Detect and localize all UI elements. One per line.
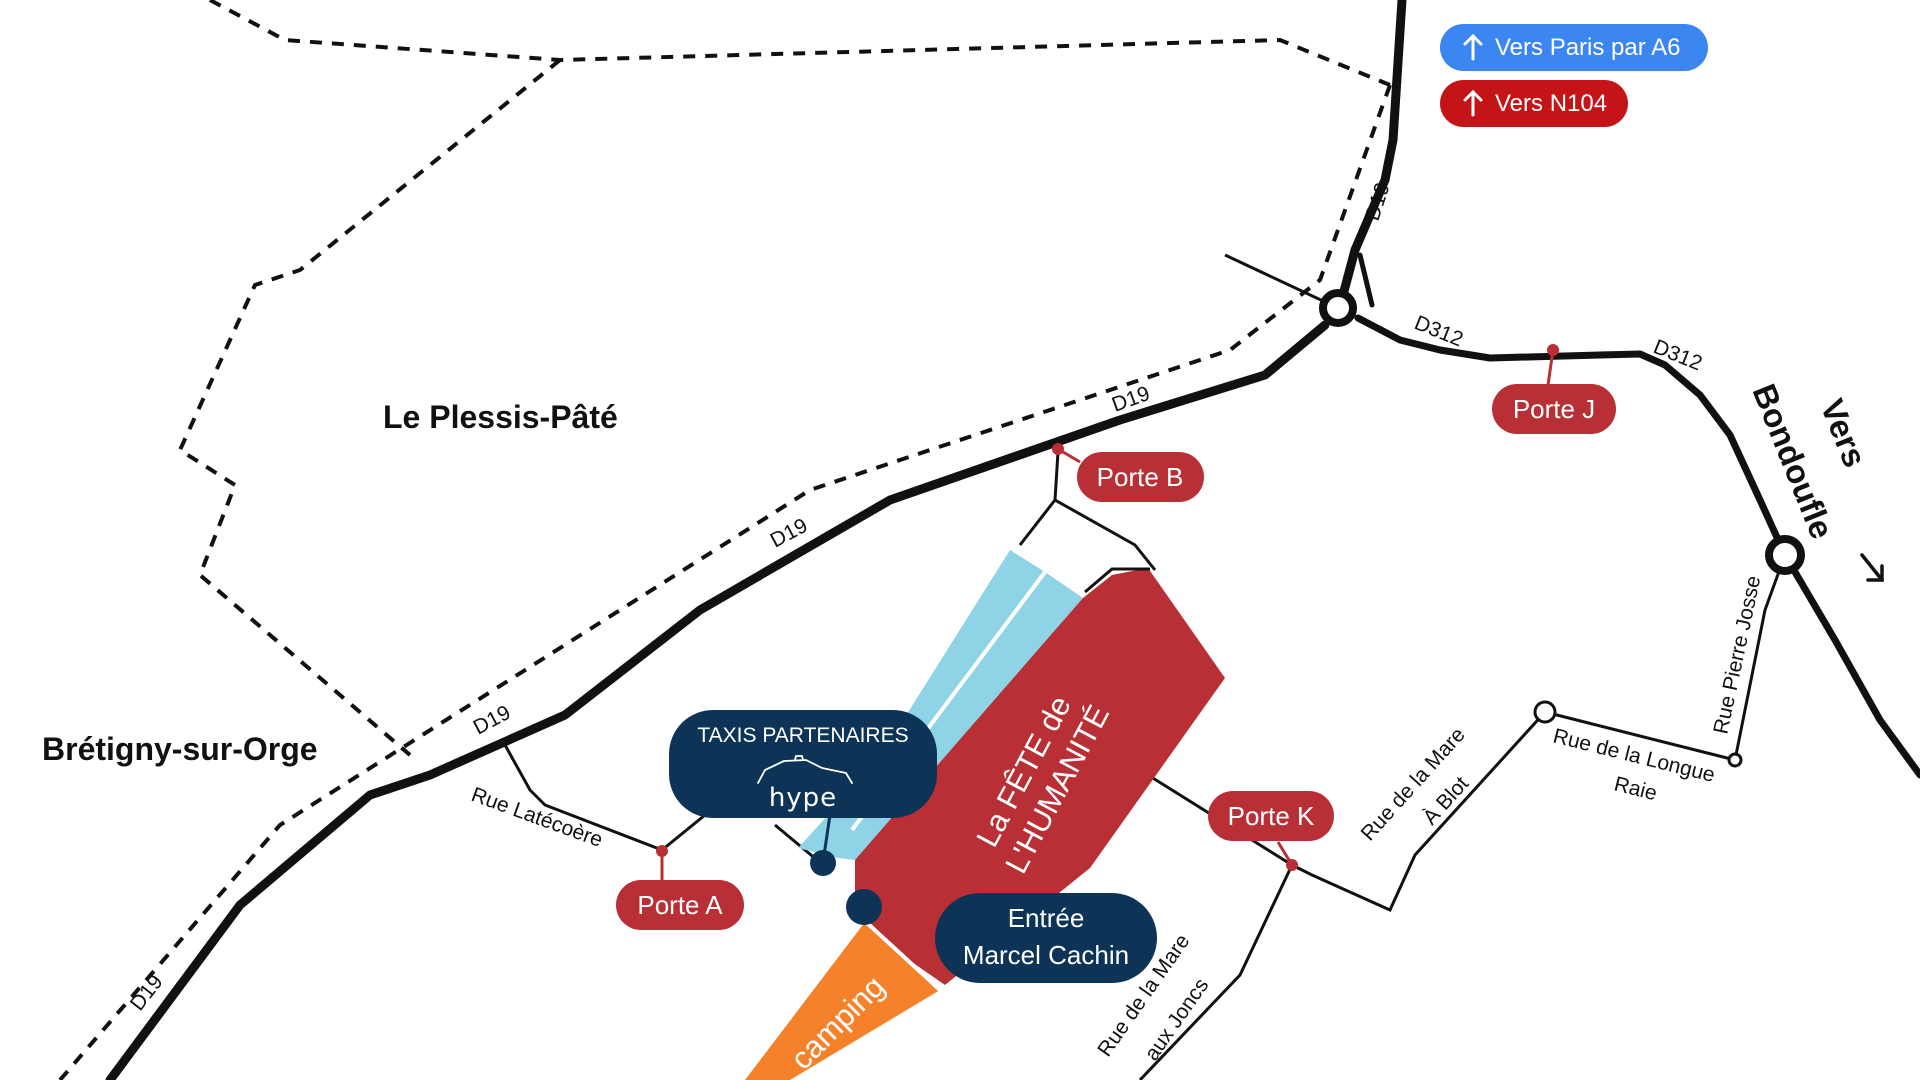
town-label-plessis: Le Plessis-Pâté — [383, 399, 618, 435]
camping-zone — [745, 922, 940, 1080]
gate-b-pill — [1077, 452, 1204, 502]
label-d19-north: D19 — [1361, 180, 1395, 224]
festival-zone — [855, 568, 1225, 985]
junction-longue-raie-west — [1533, 700, 1557, 724]
taxi-brand: hype — [769, 783, 837, 813]
road-rue-mare-blot — [1291, 710, 1547, 912]
main-roads — [105, 0, 1920, 1080]
gate-porte-k[interactable]: Porte K — [1208, 791, 1334, 871]
entry-point — [846, 889, 882, 925]
gate-k-label: Porte K — [1228, 801, 1315, 831]
taxis-partenaires[interactable]: TAXIS PARTENAIRES hype — [669, 710, 937, 876]
road-porte-a-link — [661, 813, 706, 852]
taxi-title: TAXIS PARTENAIRES — [697, 724, 908, 747]
direction-paris-pill — [1440, 24, 1708, 71]
gate-j-pill — [1492, 384, 1616, 434]
gate-porte-b[interactable]: Porte B — [1052, 443, 1204, 502]
gate-j-pin — [1547, 344, 1559, 356]
roundabout-d19-d312 — [1319, 289, 1357, 327]
gate-j-label: Porte J — [1513, 394, 1595, 424]
arrow-up-icon — [1463, 33, 1483, 61]
entry-label-line2: Marcel Cachin — [963, 940, 1129, 970]
label-rue-longue-raie-2: Raie — [1612, 773, 1659, 806]
gate-k-pin — [1286, 859, 1298, 871]
town-label-bretigny: Brétigny-sur-Orge — [42, 731, 318, 767]
festival-north-edge — [1084, 567, 1150, 594]
gate-k-pill — [1208, 791, 1334, 841]
gate-a-label: Porte A — [637, 890, 723, 920]
arrow-up-icon — [1463, 89, 1483, 117]
roundabout-bondoufle — [1765, 535, 1805, 575]
label-d19-west: D19 — [470, 701, 515, 739]
direction-n104-label: Vers N104 — [1495, 90, 1607, 117]
entry-pill — [935, 893, 1157, 983]
road-rue-mare-joncs — [1138, 864, 1294, 1080]
road-rue-longue-raie — [1544, 710, 1736, 762]
gate-porte-a[interactable]: Porte A — [616, 845, 744, 930]
entry-marcel-cachin[interactable]: Entrée Marcel Cachin — [846, 889, 1157, 983]
arrow-down-right-icon — [1860, 553, 1884, 582]
commune-boundaries — [58, 0, 1392, 1080]
road-d19-west — [105, 320, 1330, 1080]
road-rue-latecoere — [503, 744, 663, 852]
road-stub-north — [1224, 253, 1339, 310]
boundary-d19-side — [58, 84, 1392, 1080]
camping-divider — [864, 920, 942, 992]
gate-a-pill — [616, 880, 744, 930]
label-d312-east: D312 — [1650, 335, 1705, 375]
road-d19-north — [1338, 0, 1407, 300]
entry-label-line1: Entrée — [1008, 903, 1085, 933]
road-porte-b-spur — [1053, 451, 1157, 571]
gate-a-pin — [656, 845, 668, 857]
direction-paris-label: Vers Paris par A6 — [1495, 34, 1680, 61]
road-d312-branch — [1357, 252, 1375, 308]
taxi-pill — [669, 710, 937, 818]
junction-pierre-josse — [1727, 752, 1743, 768]
road-to-bondoufle — [1781, 551, 1920, 779]
direction-n104-pill — [1440, 80, 1628, 127]
boundary-north — [209, 0, 1391, 87]
road-d312 — [1354, 314, 1789, 559]
direction-paris[interactable]: Vers Paris par A6 — [1440, 24, 1708, 71]
boundary-plessis-west — [177, 58, 562, 757]
car-icon — [757, 755, 853, 784]
gate-porte-j[interactable]: Porte J — [1492, 344, 1616, 434]
gate-b-pin — [1052, 443, 1064, 455]
label-rue-latecoere: Rue Latécoère — [468, 783, 605, 852]
gate-b-label: Porte B — [1097, 462, 1184, 492]
taxi-point — [810, 850, 836, 876]
bondoufle-label-line1: Vers — [1814, 394, 1874, 473]
direction-n104[interactable]: Vers N104 — [1440, 80, 1628, 127]
road-porte-b-west — [1018, 499, 1057, 546]
